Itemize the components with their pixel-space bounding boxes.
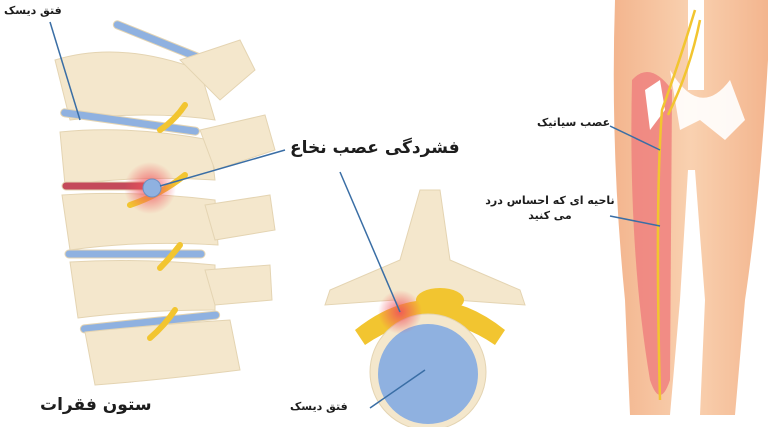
label-spinal-column: ستون فقرات	[40, 395, 152, 415]
pointer-line	[49, 21, 81, 121]
label-disc-herniation-top: فتق دیسک	[4, 4, 62, 17]
axial-vertebra	[324, 189, 526, 427]
label-disc-herniation-bottom: فتق دیسک	[290, 400, 348, 413]
lateral-spine	[54, 20, 276, 386]
label-spinal-nerve-compression: فشردگی عصب نخاع	[290, 138, 460, 158]
label-pain-area: ناحیه ای که احساس درد می کنید	[485, 194, 615, 222]
label-sciatic-nerve: عصب سیاتیک	[537, 116, 611, 129]
legs-illustration	[613, 0, 768, 415]
